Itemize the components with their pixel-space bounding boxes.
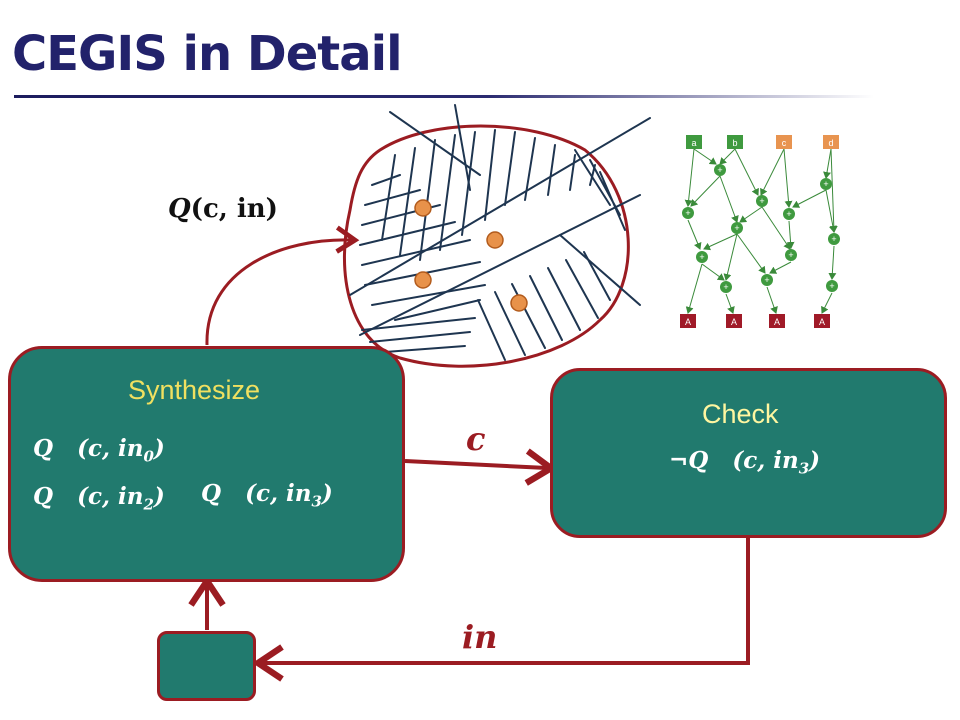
dag-output-node: A xyxy=(726,314,742,328)
dag-input-b: b xyxy=(727,135,743,149)
query-args: (c, in) xyxy=(190,194,278,224)
dag-op-node: + xyxy=(682,207,694,219)
title-underline xyxy=(14,95,874,98)
dag-op-node: + xyxy=(820,178,832,190)
dag-op-node: + xyxy=(761,274,773,286)
dag-op-node: + xyxy=(756,195,768,207)
input-box[interactable] xyxy=(157,631,256,701)
svg-text:+: + xyxy=(723,282,728,292)
check-box[interactable]: Check ¬Q (c, in3) xyxy=(550,368,947,538)
candidate-label: c xyxy=(466,420,486,458)
svg-text:+: + xyxy=(786,209,791,219)
svg-text:A: A xyxy=(685,317,691,327)
solution-space-sketch xyxy=(343,104,651,368)
example-point xyxy=(414,271,432,289)
counterexample-label: in xyxy=(462,618,498,656)
check-expr: ¬Q (c, in3) xyxy=(669,447,821,478)
svg-text:A: A xyxy=(819,317,825,327)
dag-output-node: A xyxy=(680,314,696,328)
synthesize-title: Synthesize xyxy=(128,375,261,405)
svg-text:+: + xyxy=(717,165,722,175)
svg-text:a: a xyxy=(691,138,696,148)
svg-text:+: + xyxy=(788,250,793,260)
svg-text:+: + xyxy=(734,223,739,233)
dag-op-node: + xyxy=(783,208,795,220)
svg-text:d: d xyxy=(828,138,833,148)
program-dag: a b c d + + + + + + + + + + + + A xyxy=(680,135,840,328)
svg-text:+: + xyxy=(823,179,828,189)
svg-text:A: A xyxy=(774,317,780,327)
dag-op-node: + xyxy=(731,222,743,234)
synth-row-1: Q (c, in2) xyxy=(33,483,165,514)
svg-text:b: b xyxy=(732,138,737,148)
check-title: Check xyxy=(702,399,779,429)
svg-text:+: + xyxy=(831,234,836,244)
svg-text:+: + xyxy=(685,208,690,218)
dag-input-a: a xyxy=(686,135,702,149)
query-head: Q xyxy=(168,194,191,224)
dag-output-node: A xyxy=(769,314,785,328)
svg-text:+: + xyxy=(829,281,834,291)
synth-row-2: Q (c, in3) xyxy=(201,480,333,511)
dag-input-d: d xyxy=(823,135,839,149)
dag-input-c: c xyxy=(776,135,792,149)
query-label: Q(c, in) xyxy=(168,194,278,224)
dag-op-node: + xyxy=(785,249,797,261)
dag-op-node: + xyxy=(714,164,726,176)
example-point xyxy=(510,294,528,312)
synth-row-0: Q (c, in0) xyxy=(33,435,165,466)
svg-text:+: + xyxy=(764,275,769,285)
svg-text:+: + xyxy=(759,196,764,206)
dag-op-node: + xyxy=(696,251,708,263)
synthesize-box[interactable]: Synthesize Q (c, in0) Q (c, in2) Q (c, i… xyxy=(8,346,405,582)
svg-text:+: + xyxy=(699,252,704,262)
svg-text:A: A xyxy=(731,317,737,327)
arrow-counterexample xyxy=(252,538,750,682)
example-point xyxy=(414,199,432,217)
example-point xyxy=(486,231,504,249)
svg-text:c: c xyxy=(782,138,787,148)
dag-op-node: + xyxy=(828,233,840,245)
dag-op-node: + xyxy=(826,280,838,292)
dag-output-node: A xyxy=(814,314,830,328)
page-title: CEGIS in Detail xyxy=(12,26,403,82)
arrow-candidate xyxy=(404,448,557,486)
dag-op-node: + xyxy=(720,281,732,293)
arrow-synth-to-space xyxy=(205,225,360,346)
